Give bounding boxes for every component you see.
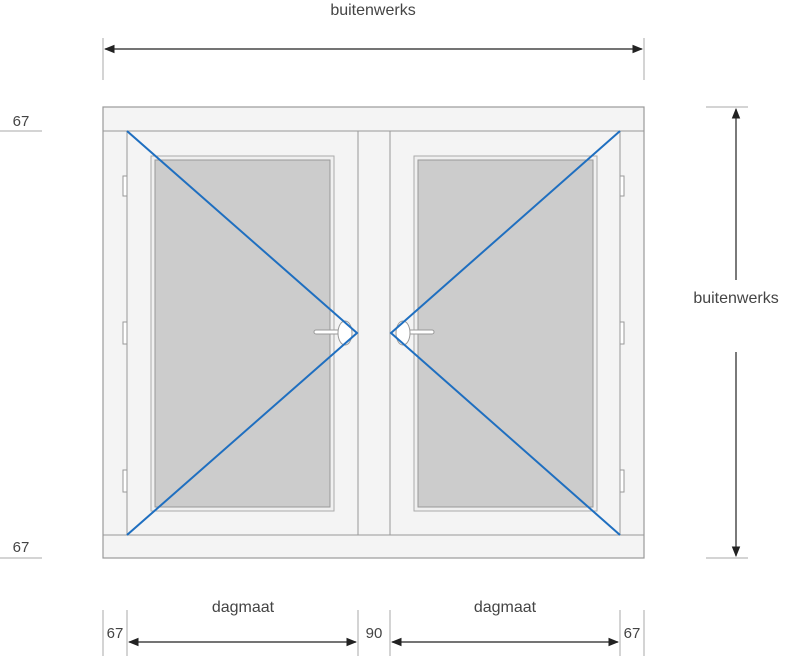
left-profile-dimensions: 67 67	[0, 113, 42, 559]
right-height-label: buitenwerks	[693, 290, 778, 307]
hinge-icon	[619, 321, 625, 345]
right-dagmaat-label: dagmaat	[474, 599, 537, 616]
left-opening-indicator	[126, 130, 359, 536]
left-bottom-profile-label: 67	[13, 539, 30, 556]
hinge-icon	[122, 175, 128, 197]
right-hinges	[619, 175, 625, 493]
left-hinges	[122, 175, 128, 493]
left-top-profile-label: 67	[13, 113, 30, 130]
hinge-icon	[122, 469, 128, 493]
hinge-icon	[122, 321, 128, 345]
bottom-dimensions: dagmaat dagmaat 67 90 67	[102, 599, 645, 656]
right-height-dimension: buitenwerks	[693, 106, 779, 559]
top-width-dimension: buitenwerks	[102, 2, 645, 80]
left-dagmaat-label: dagmaat	[212, 599, 275, 616]
hinge-icon	[619, 175, 625, 197]
bottom-center-mullion-label: 90	[366, 625, 383, 642]
left-handle-icon	[313, 320, 353, 346]
left-glass-pane	[154, 159, 331, 508]
right-glass-pane	[417, 159, 594, 508]
bottom-right-profile-label: 67	[624, 625, 641, 642]
top-width-label: buitenwerks	[330, 2, 415, 19]
right-sash	[389, 130, 625, 536]
right-handle-icon	[395, 320, 435, 346]
left-sash	[122, 130, 359, 536]
center-mullion	[357, 130, 391, 536]
right-opening-indicator	[389, 130, 621, 536]
bottom-left-profile-label: 67	[107, 625, 124, 642]
hinge-icon	[619, 469, 625, 493]
